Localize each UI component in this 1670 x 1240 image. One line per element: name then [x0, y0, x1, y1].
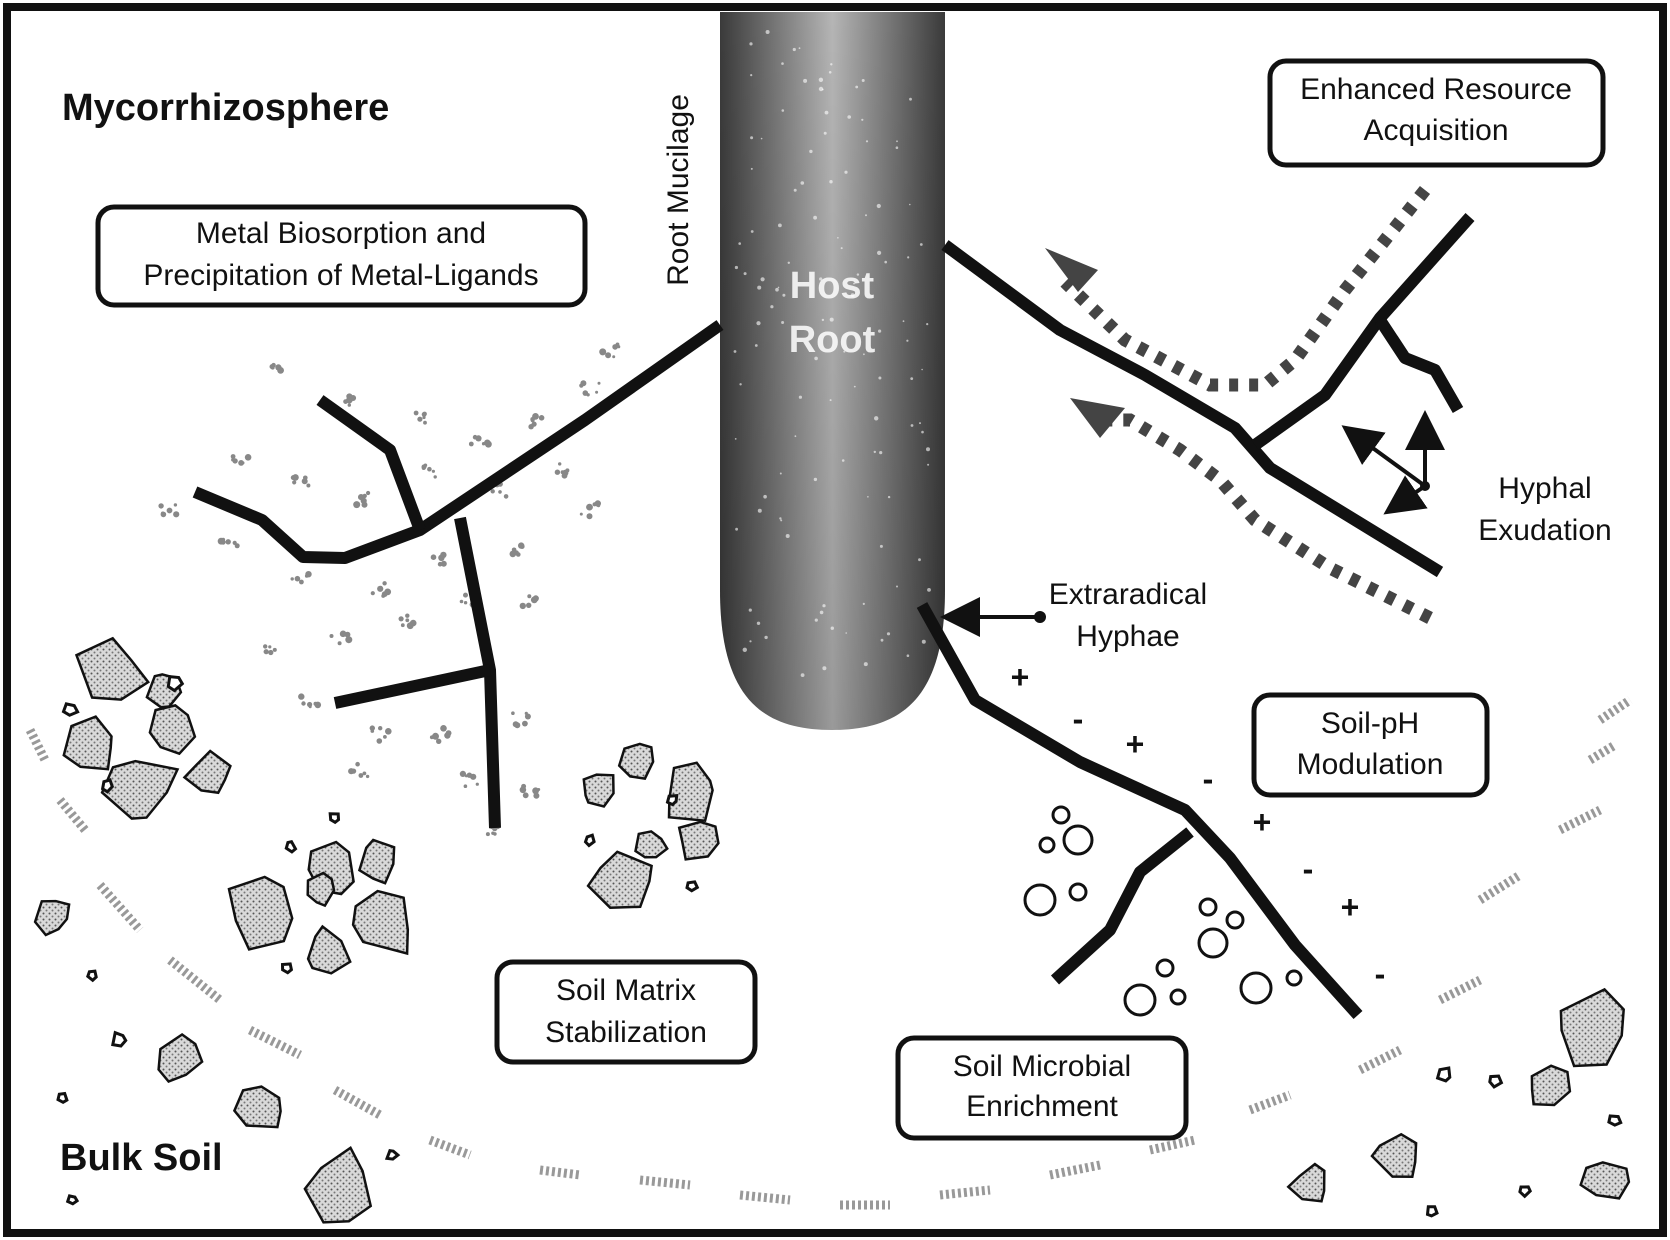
box-soil-matrix-line1: Soil Matrix — [556, 974, 696, 1007]
mycorrhizosphere-label: Mycorrhizosphere — [62, 87, 389, 129]
charge-sign: - — [1073, 701, 1084, 737]
charge-sign: + — [1126, 726, 1145, 762]
soil-aggregate-particle — [68, 1196, 77, 1204]
box-enhanced-resource-line1: Enhanced Resource — [1300, 73, 1572, 106]
bulk-soil-label: Bulk Soil — [60, 1137, 223, 1179]
box-soil-microbial: Soil Microbial Enrichment — [898, 1038, 1186, 1138]
exudation-origin-dot — [1420, 481, 1430, 491]
extraradical-hyphae-line1: Extraradical — [1049, 578, 1207, 611]
hyphal-exudation-line2: Exudation — [1478, 514, 1611, 547]
box-soil-ph: Soil-pH Modulation — [1254, 695, 1487, 795]
box-enhanced-resource: Enhanced Resource Acquisition — [1270, 61, 1603, 165]
charge-sign: + — [1011, 659, 1030, 695]
box-soil-matrix: Soil Matrix Stabilization — [497, 962, 755, 1062]
soil-aggregate-particle — [330, 814, 338, 823]
soil-aggregate-particle — [1438, 1068, 1450, 1081]
extraradical-hyphae-pointer-dot — [1034, 611, 1046, 623]
soil-aggregate-particle — [668, 796, 677, 805]
soil-aggregate-particle — [387, 1151, 398, 1159]
soil-particle-rod — [640, 1180, 690, 1185]
box-metal-biosorption: Metal Biosorption and Precipitation of M… — [98, 207, 585, 305]
soil-particle-rod — [940, 1190, 990, 1195]
soil-aggregate-particle — [58, 1094, 67, 1103]
box-soil-microbial-line2: Enrichment — [966, 1090, 1118, 1123]
hyphal-exudation-line1: Hyphal — [1498, 472, 1591, 505]
soil-aggregate-particle — [283, 964, 292, 973]
charge-sign: - — [1203, 761, 1214, 797]
soil-aggregate-particle — [687, 882, 697, 891]
charge-sign: - — [1375, 956, 1386, 992]
soil-aggregate-particle — [113, 1033, 126, 1046]
soil-particle-rod — [740, 1195, 790, 1200]
box-soil-matrix-line2: Stabilization — [545, 1016, 707, 1049]
soil-aggregate-particle — [586, 835, 595, 845]
soil-aggregate-particle — [103, 780, 113, 792]
box-soil-ph-line1: Soil-pH — [1321, 707, 1419, 740]
charge-sign: - — [1303, 851, 1314, 887]
box-soil-ph-line2: Modulation — [1297, 748, 1444, 781]
charge-sign: + — [1253, 804, 1272, 840]
box-soil-microbial-line1: Soil Microbial — [953, 1050, 1131, 1083]
soil-aggregate-particle — [1609, 1116, 1621, 1125]
box-metal-biosorption-line2: Precipitation of Metal-Ligands — [143, 259, 538, 292]
box-enhanced-resource-line2: Acquisition — [1363, 114, 1508, 147]
soil-aggregate-particle — [88, 971, 96, 980]
soil-aggregate-particle — [1490, 1076, 1502, 1087]
host-root-label-line2: Root — [789, 319, 876, 361]
soil-aggregate-particle — [64, 704, 78, 715]
root-mucilage-label: Root Mucilage — [662, 94, 695, 286]
host-root-label-line1: Host — [790, 265, 875, 307]
host-root — [720, 12, 945, 730]
box-metal-biosorption-line1: Metal Biosorption and — [196, 217, 486, 250]
soil-aggregate-particle — [1428, 1207, 1438, 1216]
extraradical-hyphae-line2: Hyphae — [1076, 620, 1179, 653]
charge-sign: + — [1341, 889, 1360, 925]
